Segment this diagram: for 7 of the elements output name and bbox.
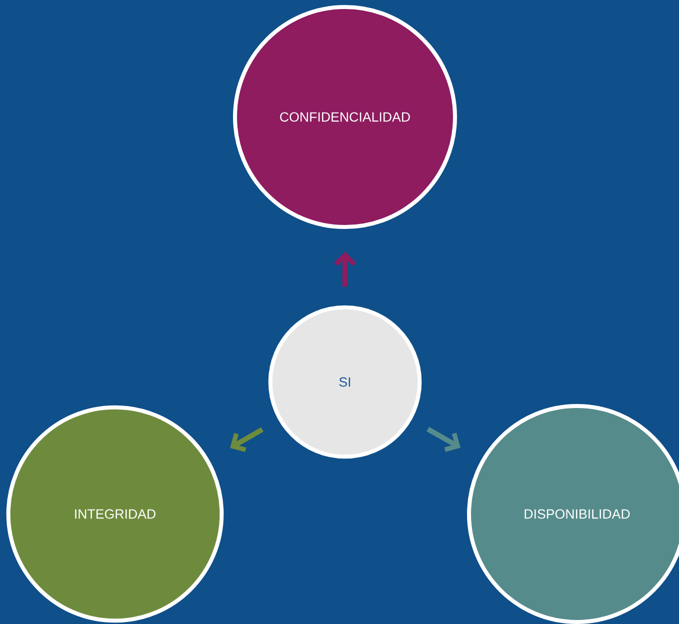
circle-node: SI <box>268 305 422 459</box>
arrow <box>426 426 461 452</box>
circle-node: INTEGRIDAD <box>6 405 224 623</box>
arrow <box>230 427 264 452</box>
arrow <box>334 252 356 287</box>
circle-node: DISPONIBILIDAD <box>467 404 679 624</box>
circle-node: CONFIDENCIALIDAD <box>233 5 457 229</box>
